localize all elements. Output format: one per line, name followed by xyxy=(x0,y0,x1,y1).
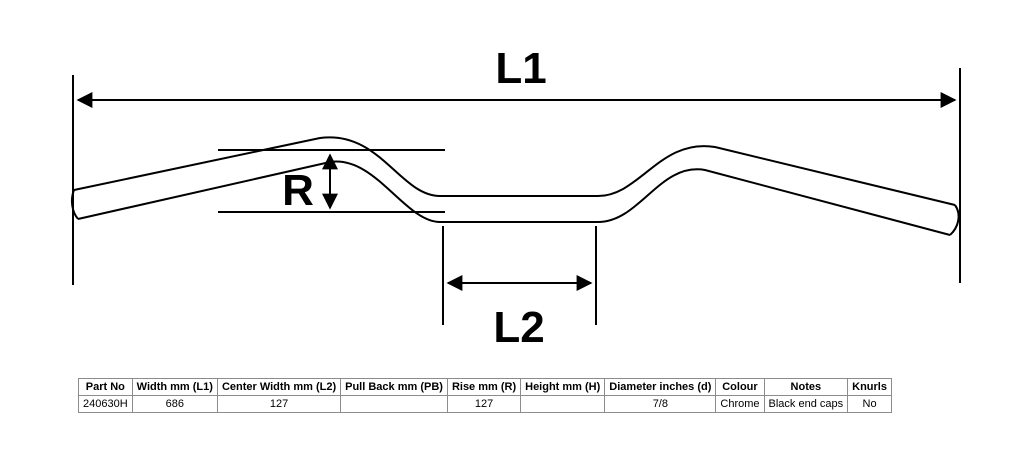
cell-diameter: 7/8 xyxy=(604,395,717,413)
cell-height xyxy=(520,395,606,413)
l1-dimension xyxy=(72,68,961,285)
cell-pull-back xyxy=(340,395,448,413)
header-colour: Colour xyxy=(715,378,765,396)
header-width: Width mm (L1) xyxy=(131,378,218,396)
header-part-no: Part No xyxy=(78,378,133,396)
rise-label: R xyxy=(282,166,314,215)
header-pull-back: Pull Back mm (PB) xyxy=(340,378,448,396)
cell-width: 686 xyxy=(131,395,218,413)
header-height: Height mm (H) xyxy=(520,378,606,396)
table-row: 240630H 686 127 127 7/8 Chrome Black end… xyxy=(78,395,892,413)
cell-notes: Black end caps xyxy=(763,395,849,413)
header-notes: Notes xyxy=(763,378,849,396)
header-center-width: Center Width mm (L2) xyxy=(216,378,342,396)
handlebar-outline xyxy=(70,136,960,236)
cell-center-width: 127 xyxy=(216,395,342,413)
handlebar-diagram: L1 R L2 xyxy=(70,44,961,352)
cell-knurls: No xyxy=(847,395,892,413)
header-diameter: Diameter inches (d) xyxy=(604,378,717,396)
table-header-row: Part No Width mm (L1) Center Width mm (L… xyxy=(78,378,892,396)
header-knurls: Knurls xyxy=(847,378,892,396)
l1-label: L1 xyxy=(495,44,546,93)
rise-dimension xyxy=(218,149,445,213)
l2-label: L2 xyxy=(493,303,544,352)
cell-part-no: 240630H xyxy=(78,395,133,413)
cell-colour: Chrome xyxy=(715,395,765,413)
cell-rise: 127 xyxy=(446,395,522,413)
header-rise: Rise mm (R) xyxy=(446,378,522,396)
spec-table: Part No Width mm (L1) Center Width mm (L… xyxy=(78,378,892,413)
l2-dimension xyxy=(442,226,597,325)
